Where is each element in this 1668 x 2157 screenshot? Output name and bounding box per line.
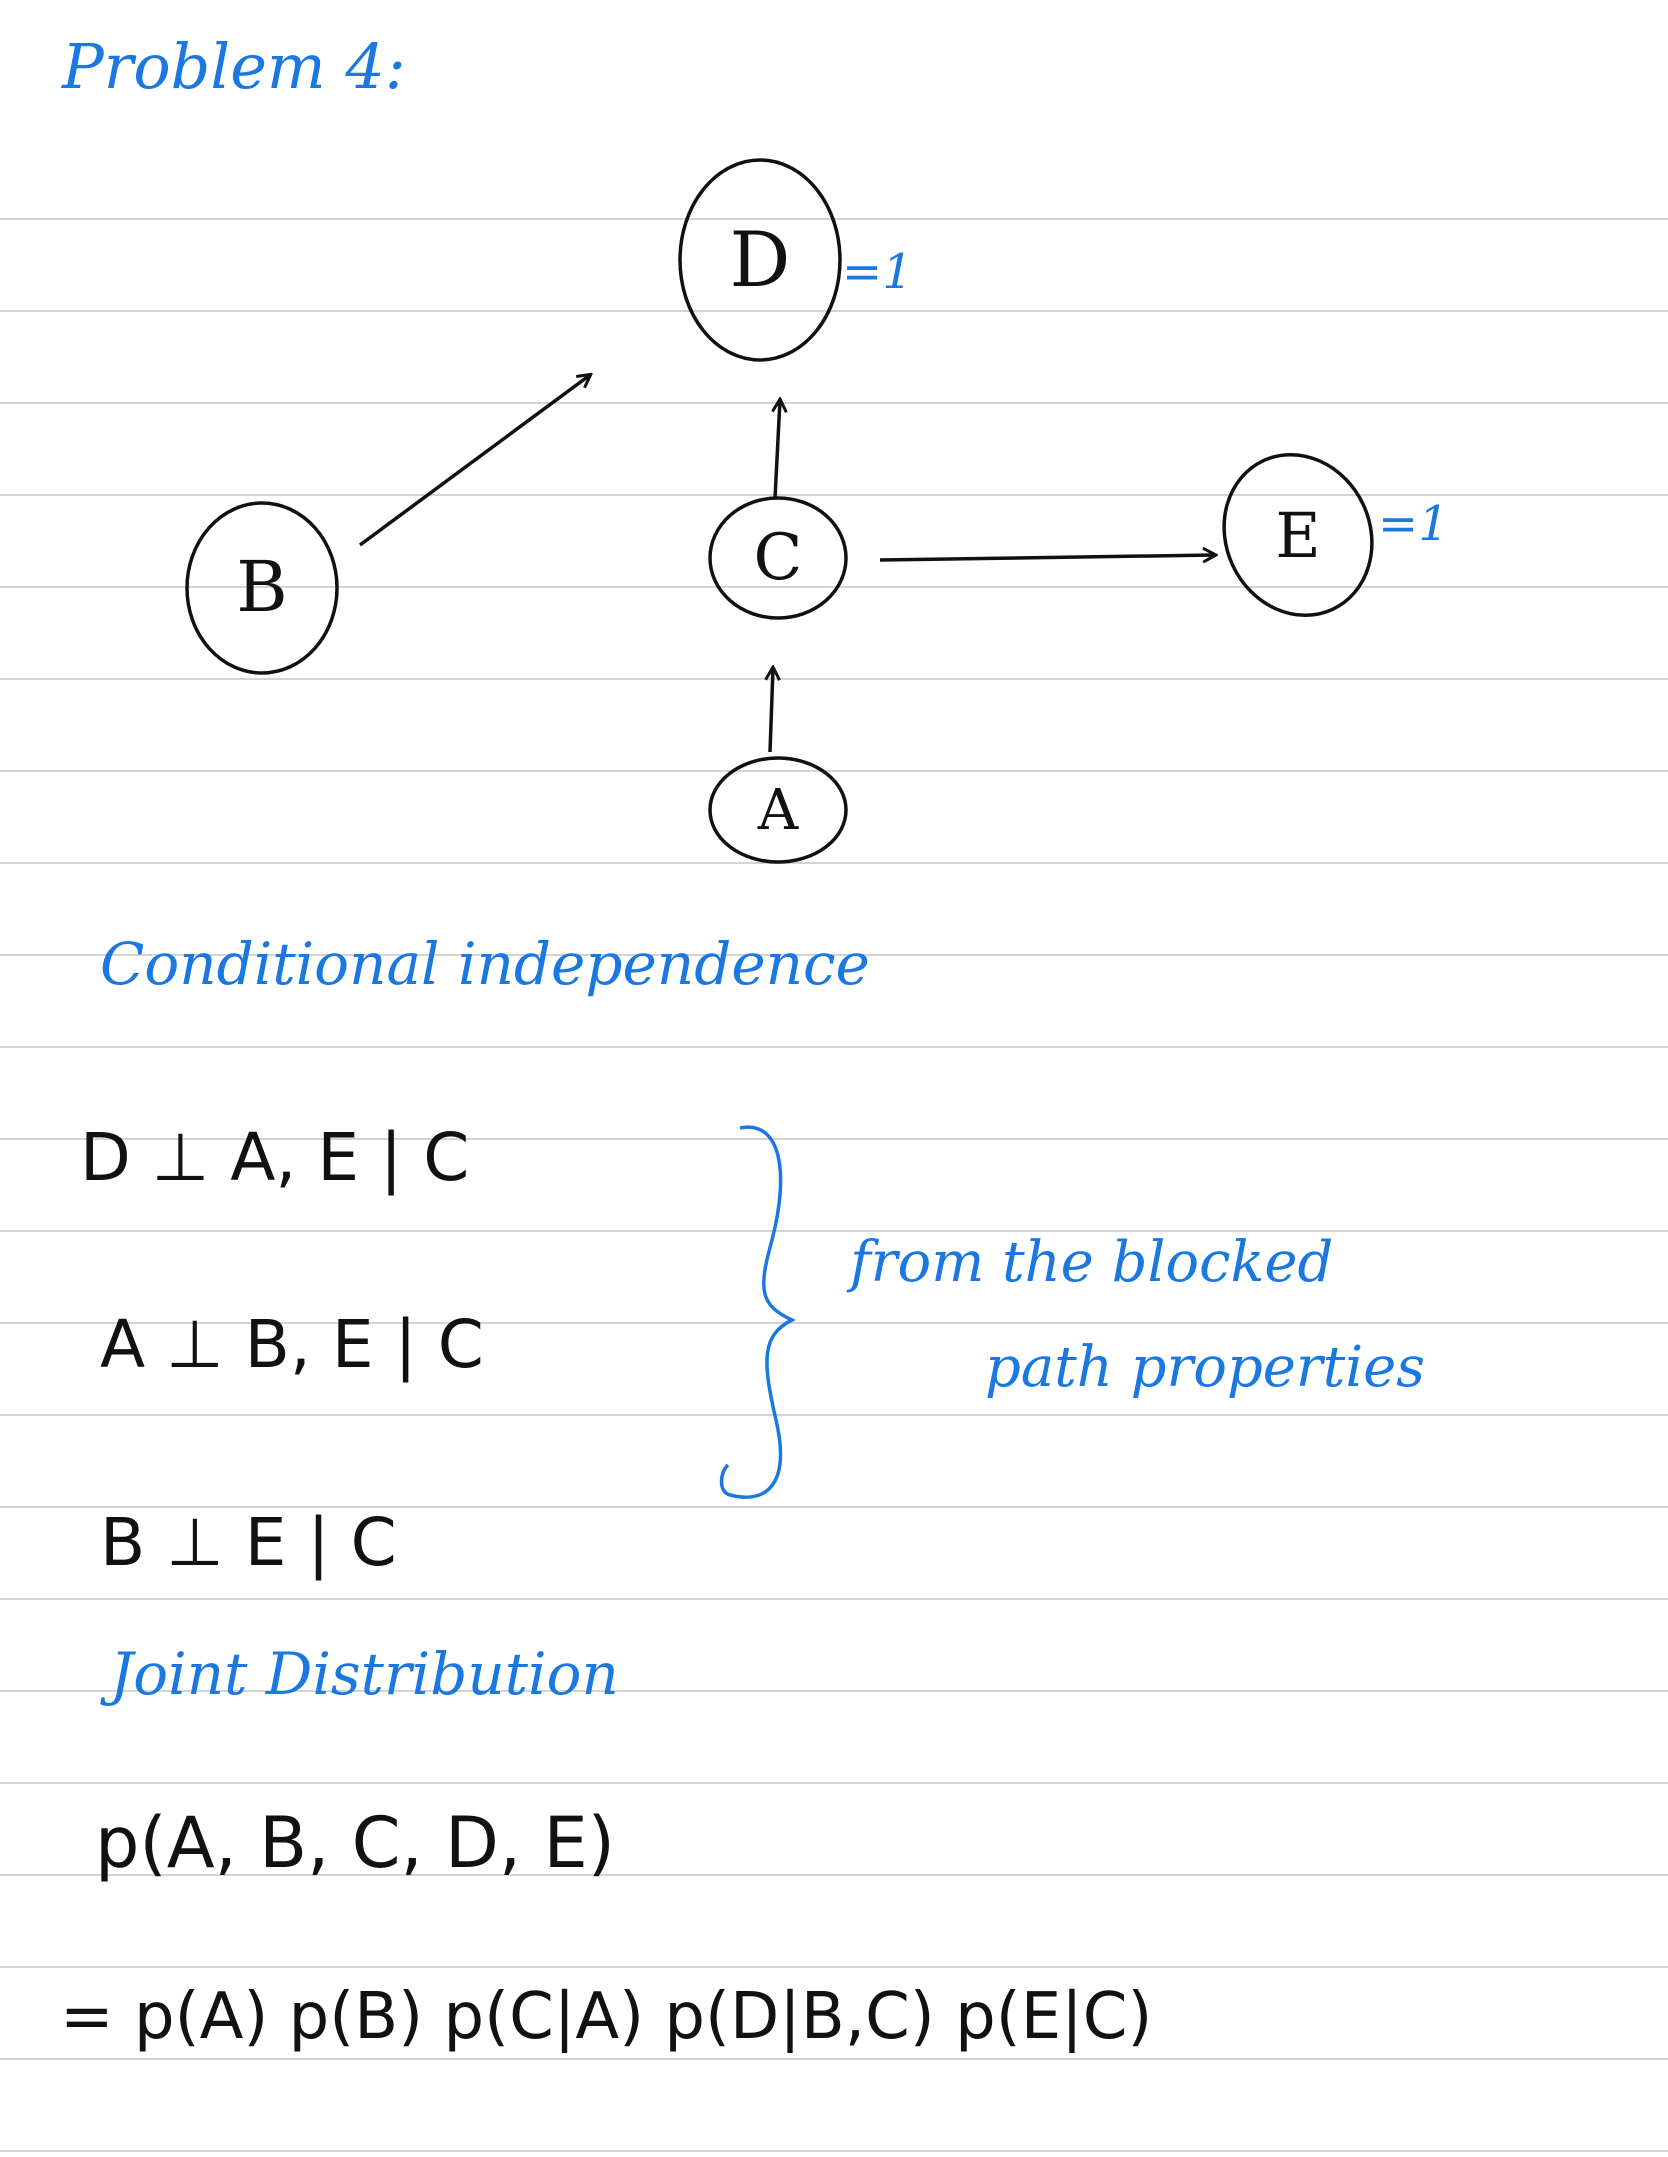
joint-factorization: = p(A) p(B) p(C|A) p(D|B,C) p(E|C) xyxy=(60,1980,1153,2054)
ruled-line xyxy=(0,586,1668,588)
section-heading-joint-distribution: Joint Distribution xyxy=(110,1640,619,1708)
node-c-circle xyxy=(708,496,848,620)
curly-brace xyxy=(719,1125,797,1499)
section-heading-conditional-independence: Conditional independence xyxy=(100,930,870,998)
ruled-line xyxy=(0,862,1668,864)
node-a-circle xyxy=(708,756,848,864)
node-d-label: D xyxy=(729,215,791,304)
ruled-line xyxy=(0,1230,1668,1232)
edge-b-to-d xyxy=(358,375,590,547)
ruled-line xyxy=(0,1322,1668,1324)
ruled-line xyxy=(0,1138,1668,1140)
graphical-model-diagram xyxy=(185,158,1374,864)
ci-statement-1: D ⊥ A, E | C xyxy=(80,1119,470,1196)
ci-note-line2: path properties xyxy=(985,1335,1425,1400)
node-b-label: B xyxy=(236,546,288,628)
ruled-line xyxy=(0,1966,1668,1968)
node-e-label: E xyxy=(1275,499,1321,572)
ruled-line xyxy=(0,1598,1668,1600)
node-e-circle xyxy=(1222,452,1374,618)
ruled-line xyxy=(0,494,1668,496)
ci-note-line1: from the blocked xyxy=(850,1230,1334,1295)
edge-a-to-c xyxy=(770,668,773,753)
observed-e-annotation: =1 xyxy=(1378,496,1449,552)
ruled-line xyxy=(0,1690,1668,1692)
ruled-line xyxy=(0,678,1668,680)
node-b-circle xyxy=(185,501,339,675)
ruled-line xyxy=(0,1046,1668,1048)
edge-c-to-e xyxy=(879,555,1215,560)
ruled-line xyxy=(0,1414,1668,1416)
ci-statement-2: A ⊥ B, E | C xyxy=(100,1306,484,1383)
edge-c-to-d xyxy=(775,400,780,499)
node-c-label: C xyxy=(753,521,803,595)
ruled-line xyxy=(0,1782,1668,1784)
ruled-line xyxy=(0,310,1668,312)
ruled-line xyxy=(0,402,1668,404)
node-d-circle xyxy=(678,158,842,362)
observed-d-annotation: =1 xyxy=(842,244,913,300)
ruled-line xyxy=(0,2150,1668,2152)
page-title: Problem 4: xyxy=(62,30,406,103)
ruled-line xyxy=(0,1874,1668,1876)
node-a-label: A xyxy=(757,778,799,843)
ruled-line xyxy=(0,1506,1668,1508)
joint-expression: p(A, B, C, D, E) xyxy=(95,1802,615,1884)
ruled-line xyxy=(0,954,1668,956)
ruled-line xyxy=(0,2058,1668,2060)
ruled-line xyxy=(0,770,1668,772)
ci-statement-3: B ⊥ E | C xyxy=(100,1504,397,1581)
